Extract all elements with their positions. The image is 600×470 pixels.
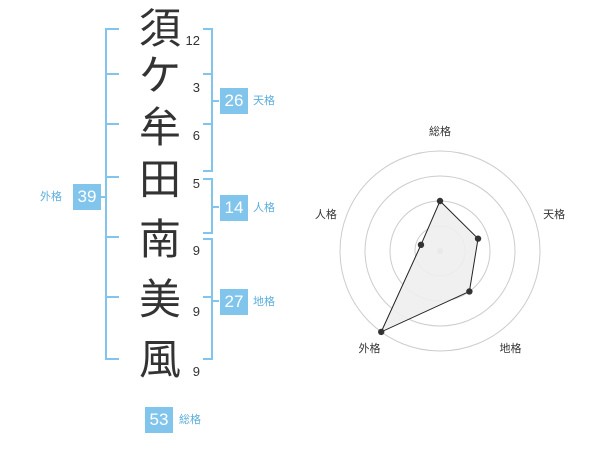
radar-point-4 [378, 328, 385, 336]
radar-series-area [380, 200, 479, 333]
stroke-count-7: 9 [192, 364, 200, 379]
name-char-6: 美 [138, 275, 181, 324]
jinkaku-label: 人格 [253, 201, 275, 214]
gaikaku-value: 39 [73, 184, 101, 210]
stroke-count-2: 3 [192, 80, 200, 95]
name-char-2: ケ [138, 51, 181, 100]
soukaku-label: 総格 [179, 413, 201, 426]
radar-point-5 [417, 241, 425, 249]
radar-axis-label-3: 地格 [500, 341, 522, 355]
stroke-count-3: 6 [192, 128, 200, 143]
radar-grid-ring [364, 175, 516, 327]
stroke-count-4: 5 [192, 176, 200, 191]
stroke-count-5: 9 [192, 243, 200, 258]
chikaku-value: 27 [220, 289, 248, 315]
name-char-4: 田 [138, 155, 181, 204]
radar-axis-label-5: 人格 [315, 207, 337, 221]
radar-axis-label-2: 天格 [543, 207, 565, 221]
tenkaku-value: 26 [220, 88, 248, 114]
jinkaku-value: 14 [220, 195, 248, 221]
radar-axis-label-1: 総格 [429, 124, 451, 138]
radar-point-2 [474, 235, 482, 242]
chikaku-label: 地格 [253, 295, 275, 308]
name-char-1: 須 [138, 4, 181, 53]
radar-grid-ring [339, 150, 541, 352]
name-char-3: 牟 [138, 103, 181, 152]
tenkaku-label: 天格 [253, 94, 275, 107]
name-char-5: 南 [138, 215, 181, 264]
radar-point-1 [436, 197, 444, 205]
soukaku-value: 53 [145, 407, 173, 433]
radar-axis-label-4: 外格 [358, 341, 380, 355]
name-char-7: 風 [138, 335, 181, 384]
stroke-count-1: 12 [185, 33, 200, 48]
gaikaku-label: 外格 [40, 190, 62, 203]
radar-point-3 [466, 288, 473, 295]
stroke-count-6: 9 [192, 304, 200, 319]
